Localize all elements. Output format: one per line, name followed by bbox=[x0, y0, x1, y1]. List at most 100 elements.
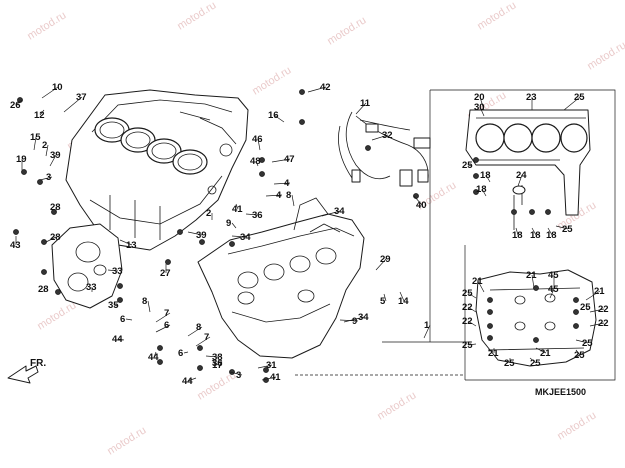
callout-leader bbox=[271, 158, 291, 163]
callout-26: 26 bbox=[10, 100, 21, 111]
callout-leader bbox=[529, 357, 537, 364]
callout-leader bbox=[291, 194, 295, 207]
callout-leader bbox=[257, 364, 273, 369]
watermark-text: motod.ru bbox=[35, 299, 78, 332]
callout-6: 6 bbox=[164, 320, 169, 331]
callout-leader bbox=[147, 300, 151, 313]
callout-leader bbox=[119, 239, 133, 246]
callout-19: 19 bbox=[16, 154, 27, 165]
callout-28: 28 bbox=[50, 232, 61, 243]
bolt-icon bbox=[157, 345, 163, 351]
callout-leader bbox=[371, 134, 389, 141]
callout-21: 21 bbox=[540, 348, 551, 359]
callout-18: 18 bbox=[480, 170, 491, 181]
callout-23: 23 bbox=[526, 92, 537, 103]
callout-leader bbox=[235, 203, 239, 210]
callout-9: 9 bbox=[352, 316, 357, 327]
callout-leader bbox=[485, 174, 491, 183]
bolt-icon bbox=[37, 179, 43, 185]
callout-34: 34 bbox=[240, 232, 251, 243]
callout-8: 8 bbox=[142, 296, 147, 307]
bolt-icon bbox=[487, 297, 493, 303]
callout-leader bbox=[399, 291, 405, 302]
callout-25: 25 bbox=[574, 350, 585, 361]
callout-33: 33 bbox=[112, 266, 123, 277]
callout-25: 25 bbox=[462, 340, 473, 351]
callout-leader bbox=[563, 96, 581, 111]
front-arrow: FR. bbox=[7, 358, 46, 384]
bolt-icon bbox=[55, 289, 61, 295]
bolt-icon bbox=[259, 171, 265, 177]
callout-18: 18 bbox=[512, 230, 523, 241]
callout-leader bbox=[45, 236, 57, 243]
callout-leader bbox=[15, 99, 23, 106]
callout-leader bbox=[261, 376, 277, 381]
callout-leader bbox=[307, 86, 327, 93]
callout-43: 43 bbox=[10, 240, 21, 251]
callout-leader bbox=[383, 293, 387, 302]
callout-17: 17 bbox=[212, 360, 223, 371]
bolt-icon bbox=[263, 367, 269, 373]
callout-41: 41 bbox=[270, 372, 281, 383]
callout-2: 2 bbox=[206, 208, 211, 219]
bolt-icon bbox=[487, 335, 493, 341]
bolt-icon bbox=[177, 229, 183, 235]
callout-leader bbox=[187, 231, 203, 236]
callout-21: 21 bbox=[526, 270, 537, 281]
callout-leader bbox=[467, 320, 477, 327]
callout-21: 21 bbox=[472, 276, 483, 287]
bolt-icon bbox=[229, 241, 235, 247]
watermark-text: motod.ru bbox=[105, 424, 148, 457]
callout-40: 40 bbox=[416, 200, 427, 211]
bolt-icon bbox=[229, 369, 235, 375]
callout-leader bbox=[39, 176, 53, 181]
bolt-icon bbox=[545, 209, 551, 215]
bolt-icon bbox=[365, 145, 371, 151]
callout-41: 41 bbox=[232, 204, 243, 215]
callout-leader bbox=[355, 102, 367, 115]
bolt-icon bbox=[41, 239, 47, 245]
callout-leader bbox=[585, 306, 589, 311]
frame-lines bbox=[295, 89, 616, 381]
callout-25: 25 bbox=[462, 160, 473, 171]
upper-crankcase bbox=[65, 89, 249, 251]
callout-leader bbox=[183, 351, 189, 354]
callout-8: 8 bbox=[196, 322, 201, 333]
callout-25: 25 bbox=[504, 358, 515, 369]
callout-31: 31 bbox=[266, 360, 277, 371]
bolt-icon bbox=[533, 337, 539, 343]
watermark-text: motod.ru bbox=[585, 39, 625, 72]
callout-29: 29 bbox=[380, 254, 391, 265]
bolt-icon bbox=[573, 309, 579, 315]
bolt-icon bbox=[573, 297, 579, 303]
callout-4: 4 bbox=[276, 190, 282, 201]
inset-upper-block bbox=[465, 109, 591, 230]
bolts-layer bbox=[13, 89, 579, 383]
callout-36: 36 bbox=[212, 358, 223, 369]
callout-25: 25 bbox=[462, 288, 473, 299]
inset-lower-block bbox=[475, 269, 597, 367]
callout-leader bbox=[549, 288, 555, 299]
callout-leader bbox=[321, 210, 341, 217]
front-label: FR. bbox=[30, 358, 46, 369]
bolt-icon bbox=[511, 209, 517, 215]
callout-leader bbox=[535, 347, 547, 354]
callout-leader bbox=[113, 304, 119, 307]
callout-7: 7 bbox=[204, 332, 209, 343]
callout-leader bbox=[217, 361, 223, 364]
bolt-icon bbox=[199, 239, 205, 245]
callout-leader bbox=[153, 351, 157, 358]
callout-16: 16 bbox=[268, 110, 279, 121]
callout-44: 44 bbox=[182, 376, 193, 387]
callout-leader bbox=[41, 86, 59, 99]
callout-37: 37 bbox=[76, 92, 87, 103]
bolt-icon bbox=[473, 157, 479, 163]
bolt-icon bbox=[197, 345, 203, 351]
callout-leader bbox=[107, 269, 119, 272]
callout-leader bbox=[547, 227, 553, 236]
callout-leader bbox=[231, 235, 247, 238]
bolt-icon bbox=[299, 119, 305, 125]
bolt-icon bbox=[259, 157, 265, 163]
